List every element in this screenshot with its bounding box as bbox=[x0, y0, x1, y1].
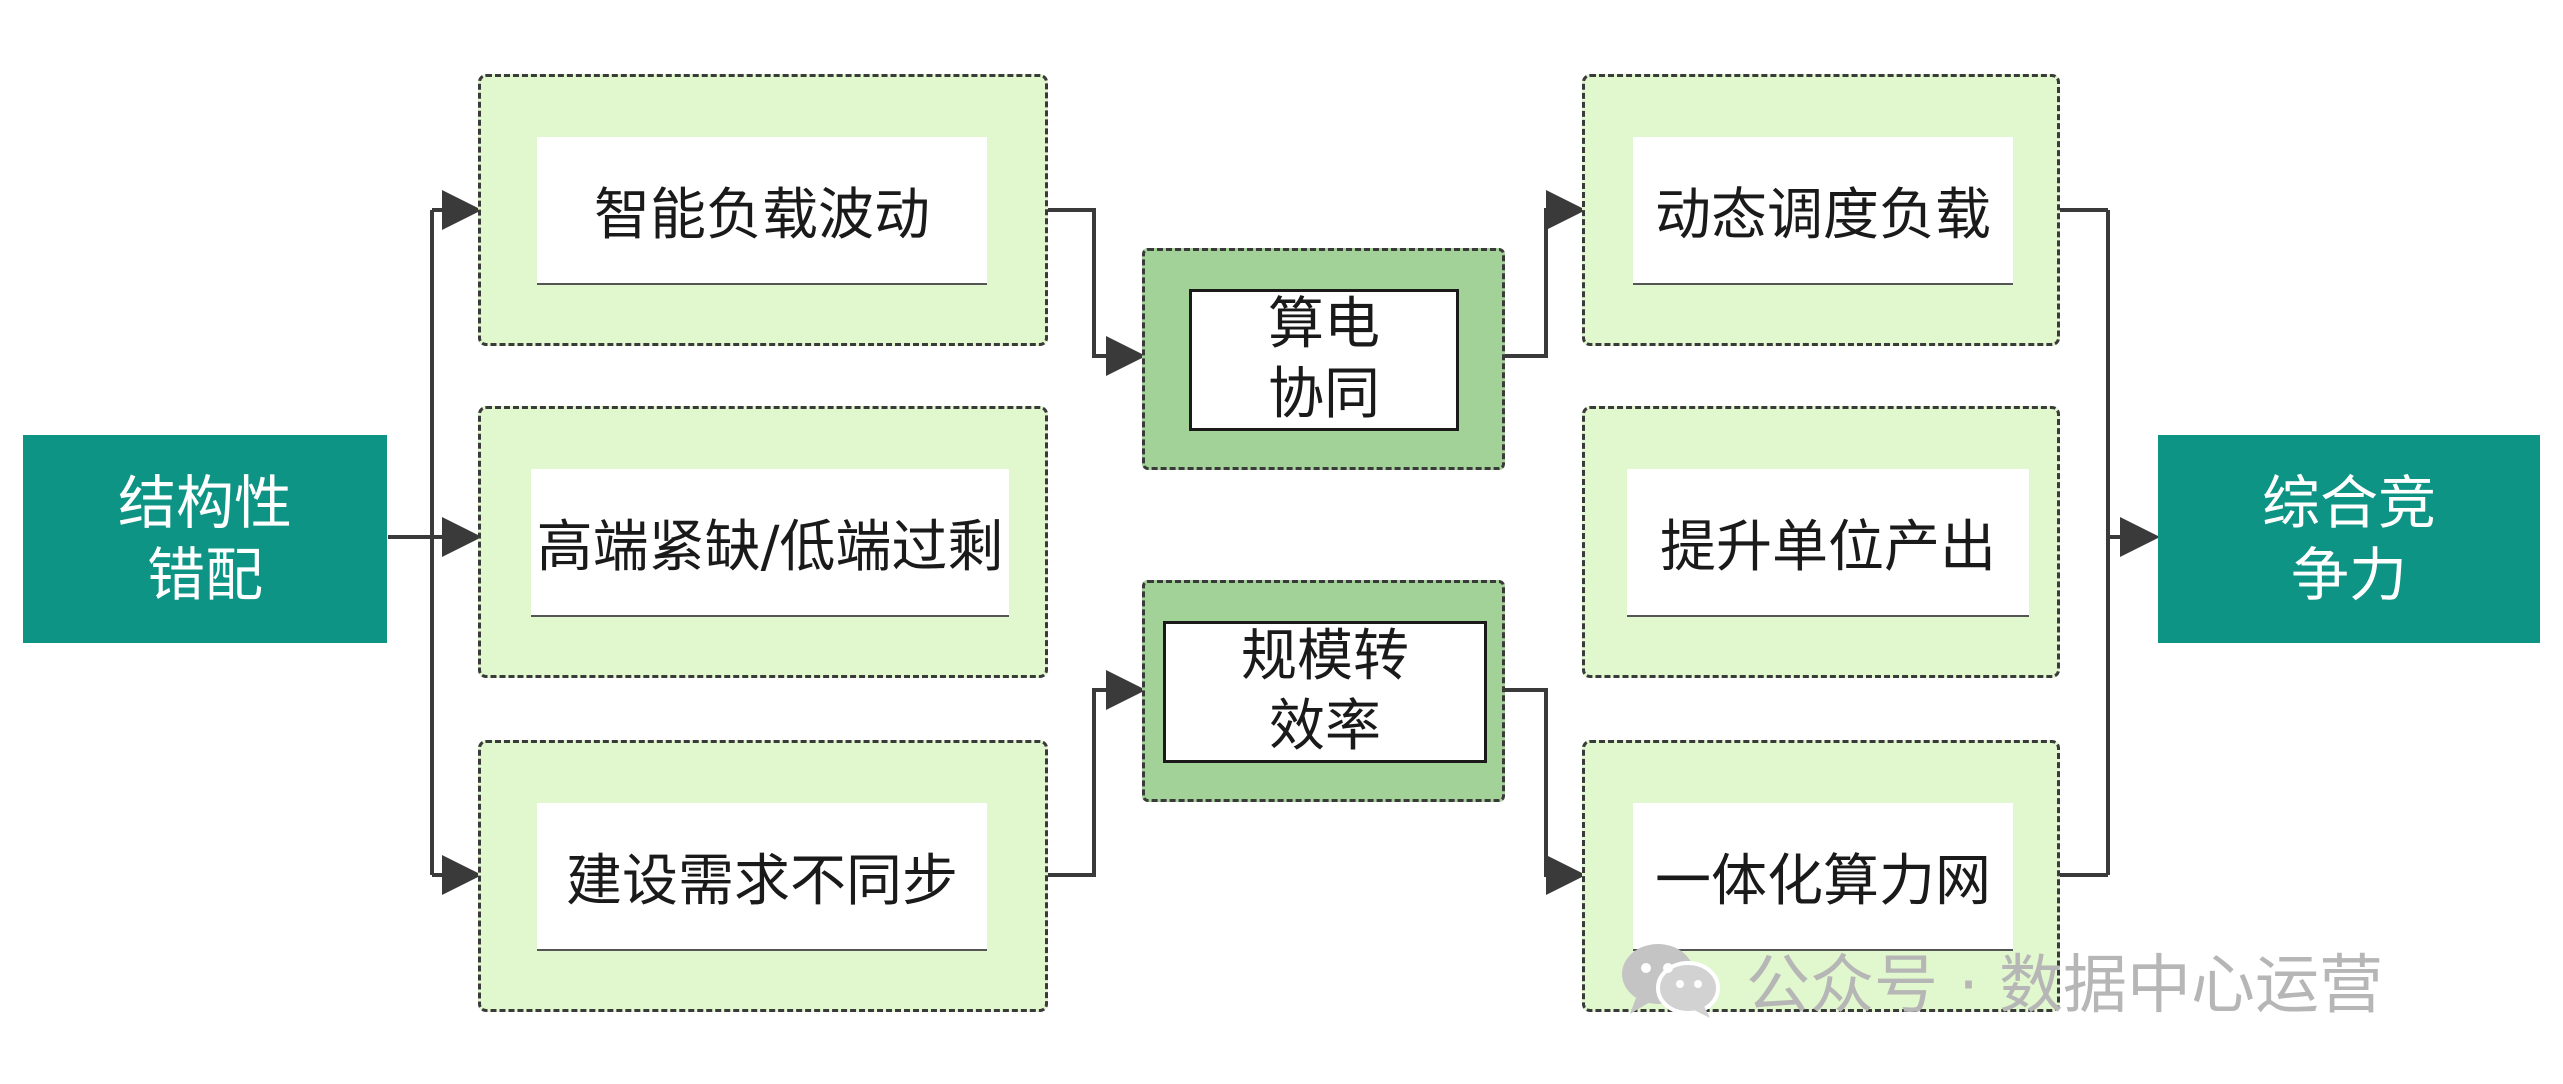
comprehensive-competitiveness-line1: 综合竞 bbox=[2261, 469, 2436, 537]
arrow-mid2-to-effect3 bbox=[1505, 688, 1586, 895]
compute-power-synergy-line2: 协同 bbox=[1268, 362, 1380, 427]
effect-card-1: 动态调度负载 bbox=[1582, 74, 2060, 346]
effect-card-2: 提升单位产出 bbox=[1582, 406, 2060, 678]
arrow-cause1-to-mid1 bbox=[1048, 208, 1146, 376]
effect-card-2-label: 提升单位产出 bbox=[1627, 469, 2029, 617]
watermark-text: 公众号 · 数据中心运营 bbox=[1746, 949, 2384, 1023]
arrow-mid1-to-effect1 bbox=[1505, 190, 1586, 358]
compute-power-synergy-box: 算电 协同 bbox=[1142, 248, 1505, 470]
structural-mismatch-line2: 错配 bbox=[146, 541, 263, 609]
cause-card-1: 智能负载波动 bbox=[478, 74, 1048, 346]
watermark: 公众号 · 数据中心运营 bbox=[1618, 935, 2383, 1025]
compute-power-synergy-label: 算电 协同 bbox=[1189, 289, 1459, 431]
wechat-icon bbox=[1622, 944, 1720, 1018]
comprehensive-competitiveness-box: 综合竞 争力 bbox=[2158, 435, 2540, 643]
structural-mismatch-box: 结构性 错配 bbox=[23, 435, 387, 643]
cause-card-2: 高端紧缺/低端过剩 bbox=[478, 406, 1048, 678]
compute-power-synergy-line1: 算电 bbox=[1268, 292, 1380, 357]
scale-to-efficiency-box: 规模转 效率 bbox=[1142, 580, 1505, 802]
scale-to-efficiency-line1: 规模转 bbox=[1241, 624, 1409, 689]
comprehensive-competitiveness-line2: 争力 bbox=[2290, 541, 2407, 609]
effect-card-1-label: 动态调度负载 bbox=[1633, 137, 2013, 285]
cause-card-3: 建设需求不同步 bbox=[478, 740, 1048, 1012]
cause-card-2-label: 高端紧缺/低端过剩 bbox=[531, 469, 1009, 617]
scale-to-efficiency-line2: 效率 bbox=[1269, 694, 1381, 759]
cause-card-3-label: 建设需求不同步 bbox=[537, 803, 987, 951]
effect-card-3-label: 一体化算力网 bbox=[1633, 803, 2013, 951]
cause-card-1-label: 智能负载波动 bbox=[537, 137, 987, 285]
arrow-cause3-to-mid2 bbox=[1048, 670, 1146, 877]
structural-mismatch-line1: 结构性 bbox=[117, 469, 292, 537]
scale-to-efficiency-label: 规模转 效率 bbox=[1163, 621, 1487, 763]
